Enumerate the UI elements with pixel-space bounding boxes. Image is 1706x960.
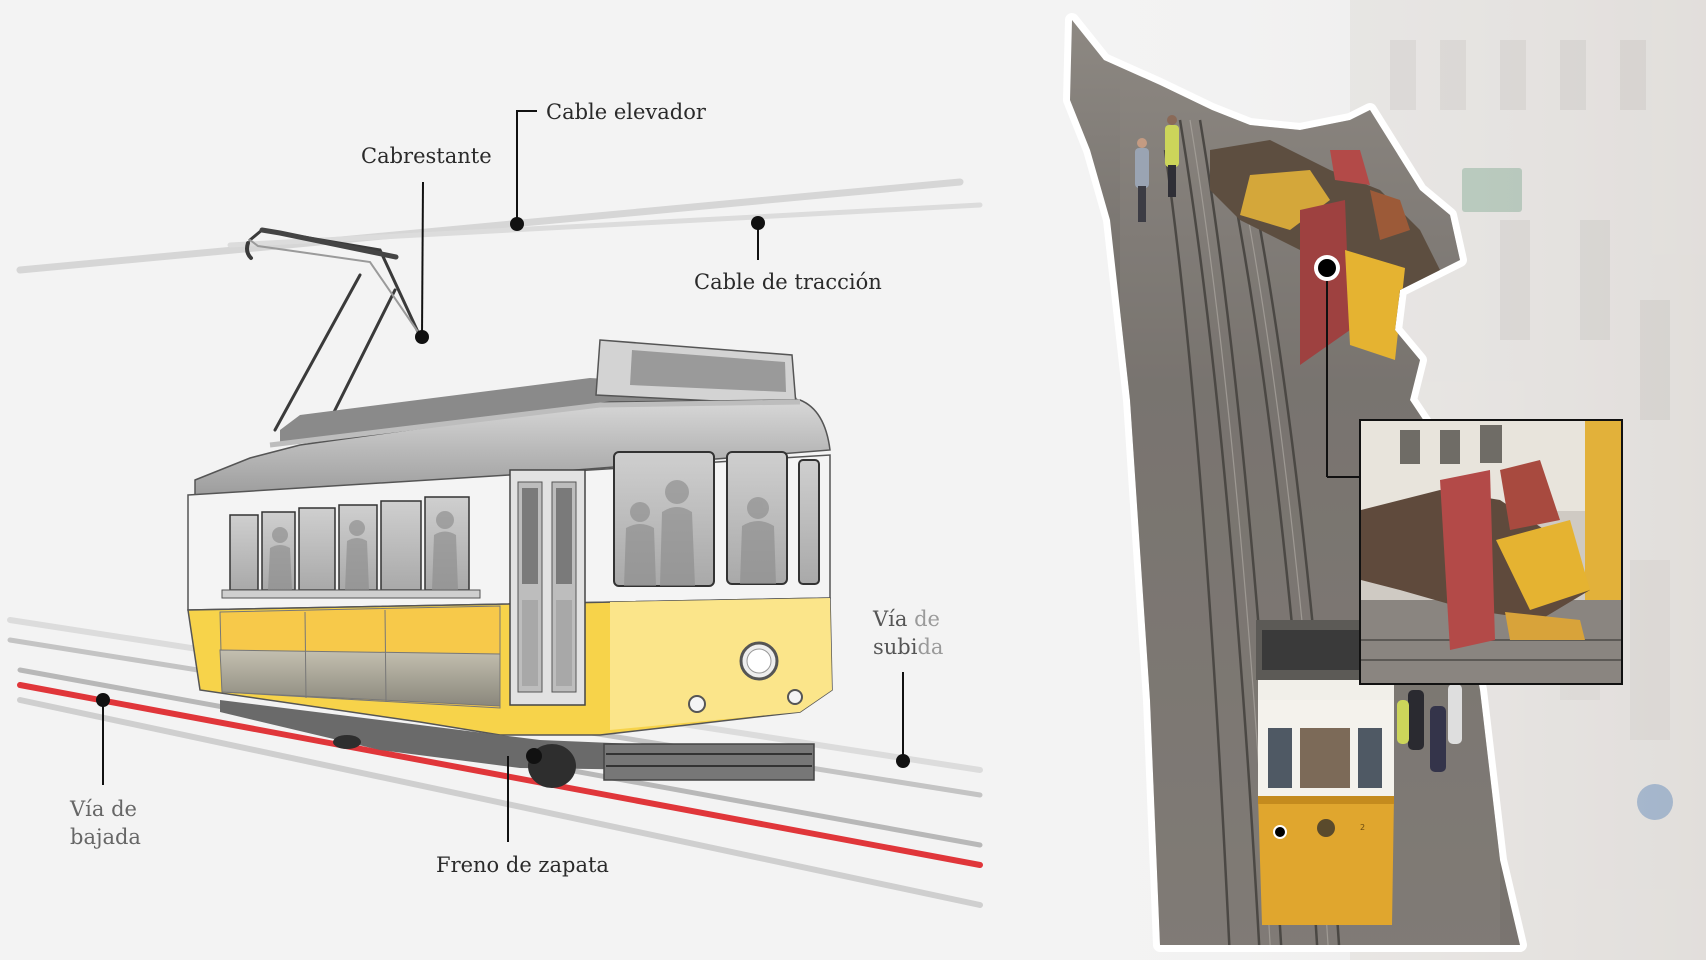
label-cable-elevador: Cable elevador [546,100,706,124]
side-windows [229,496,470,591]
label-via-subida-part2b: da [917,635,944,659]
wreck [1210,140,1440,365]
label-cable-traccion: Cable de tracción [694,270,882,294]
trolley-pole [245,227,420,432]
leader-lines [102,110,904,842]
label-via-subida-part1b: de [914,607,940,631]
label-via-subida-part1: Vía [873,607,915,631]
passengers [268,480,776,590]
label-freno-zapata: Freno de zapata [436,853,609,877]
label-dots [96,216,910,768]
label-via-bajada: Vía de bajada [70,795,141,851]
label-cabrestante: Cabrestante [361,144,492,168]
tram-drawing [187,227,833,788]
svg-text:2: 2 [1360,823,1365,832]
photo-tram: 2 [1256,620,1394,925]
people-top [1135,115,1179,222]
people-bottom [1397,684,1462,772]
cables [16,178,983,274]
inset-photo [1359,419,1623,685]
label-via-subida: Vía de subida [873,605,943,661]
label-via-subida-part2: subi [873,635,918,659]
label-via-bajada-part2: bajada [70,825,141,849]
label-via-bajada-part1: Vía de [70,797,137,821]
